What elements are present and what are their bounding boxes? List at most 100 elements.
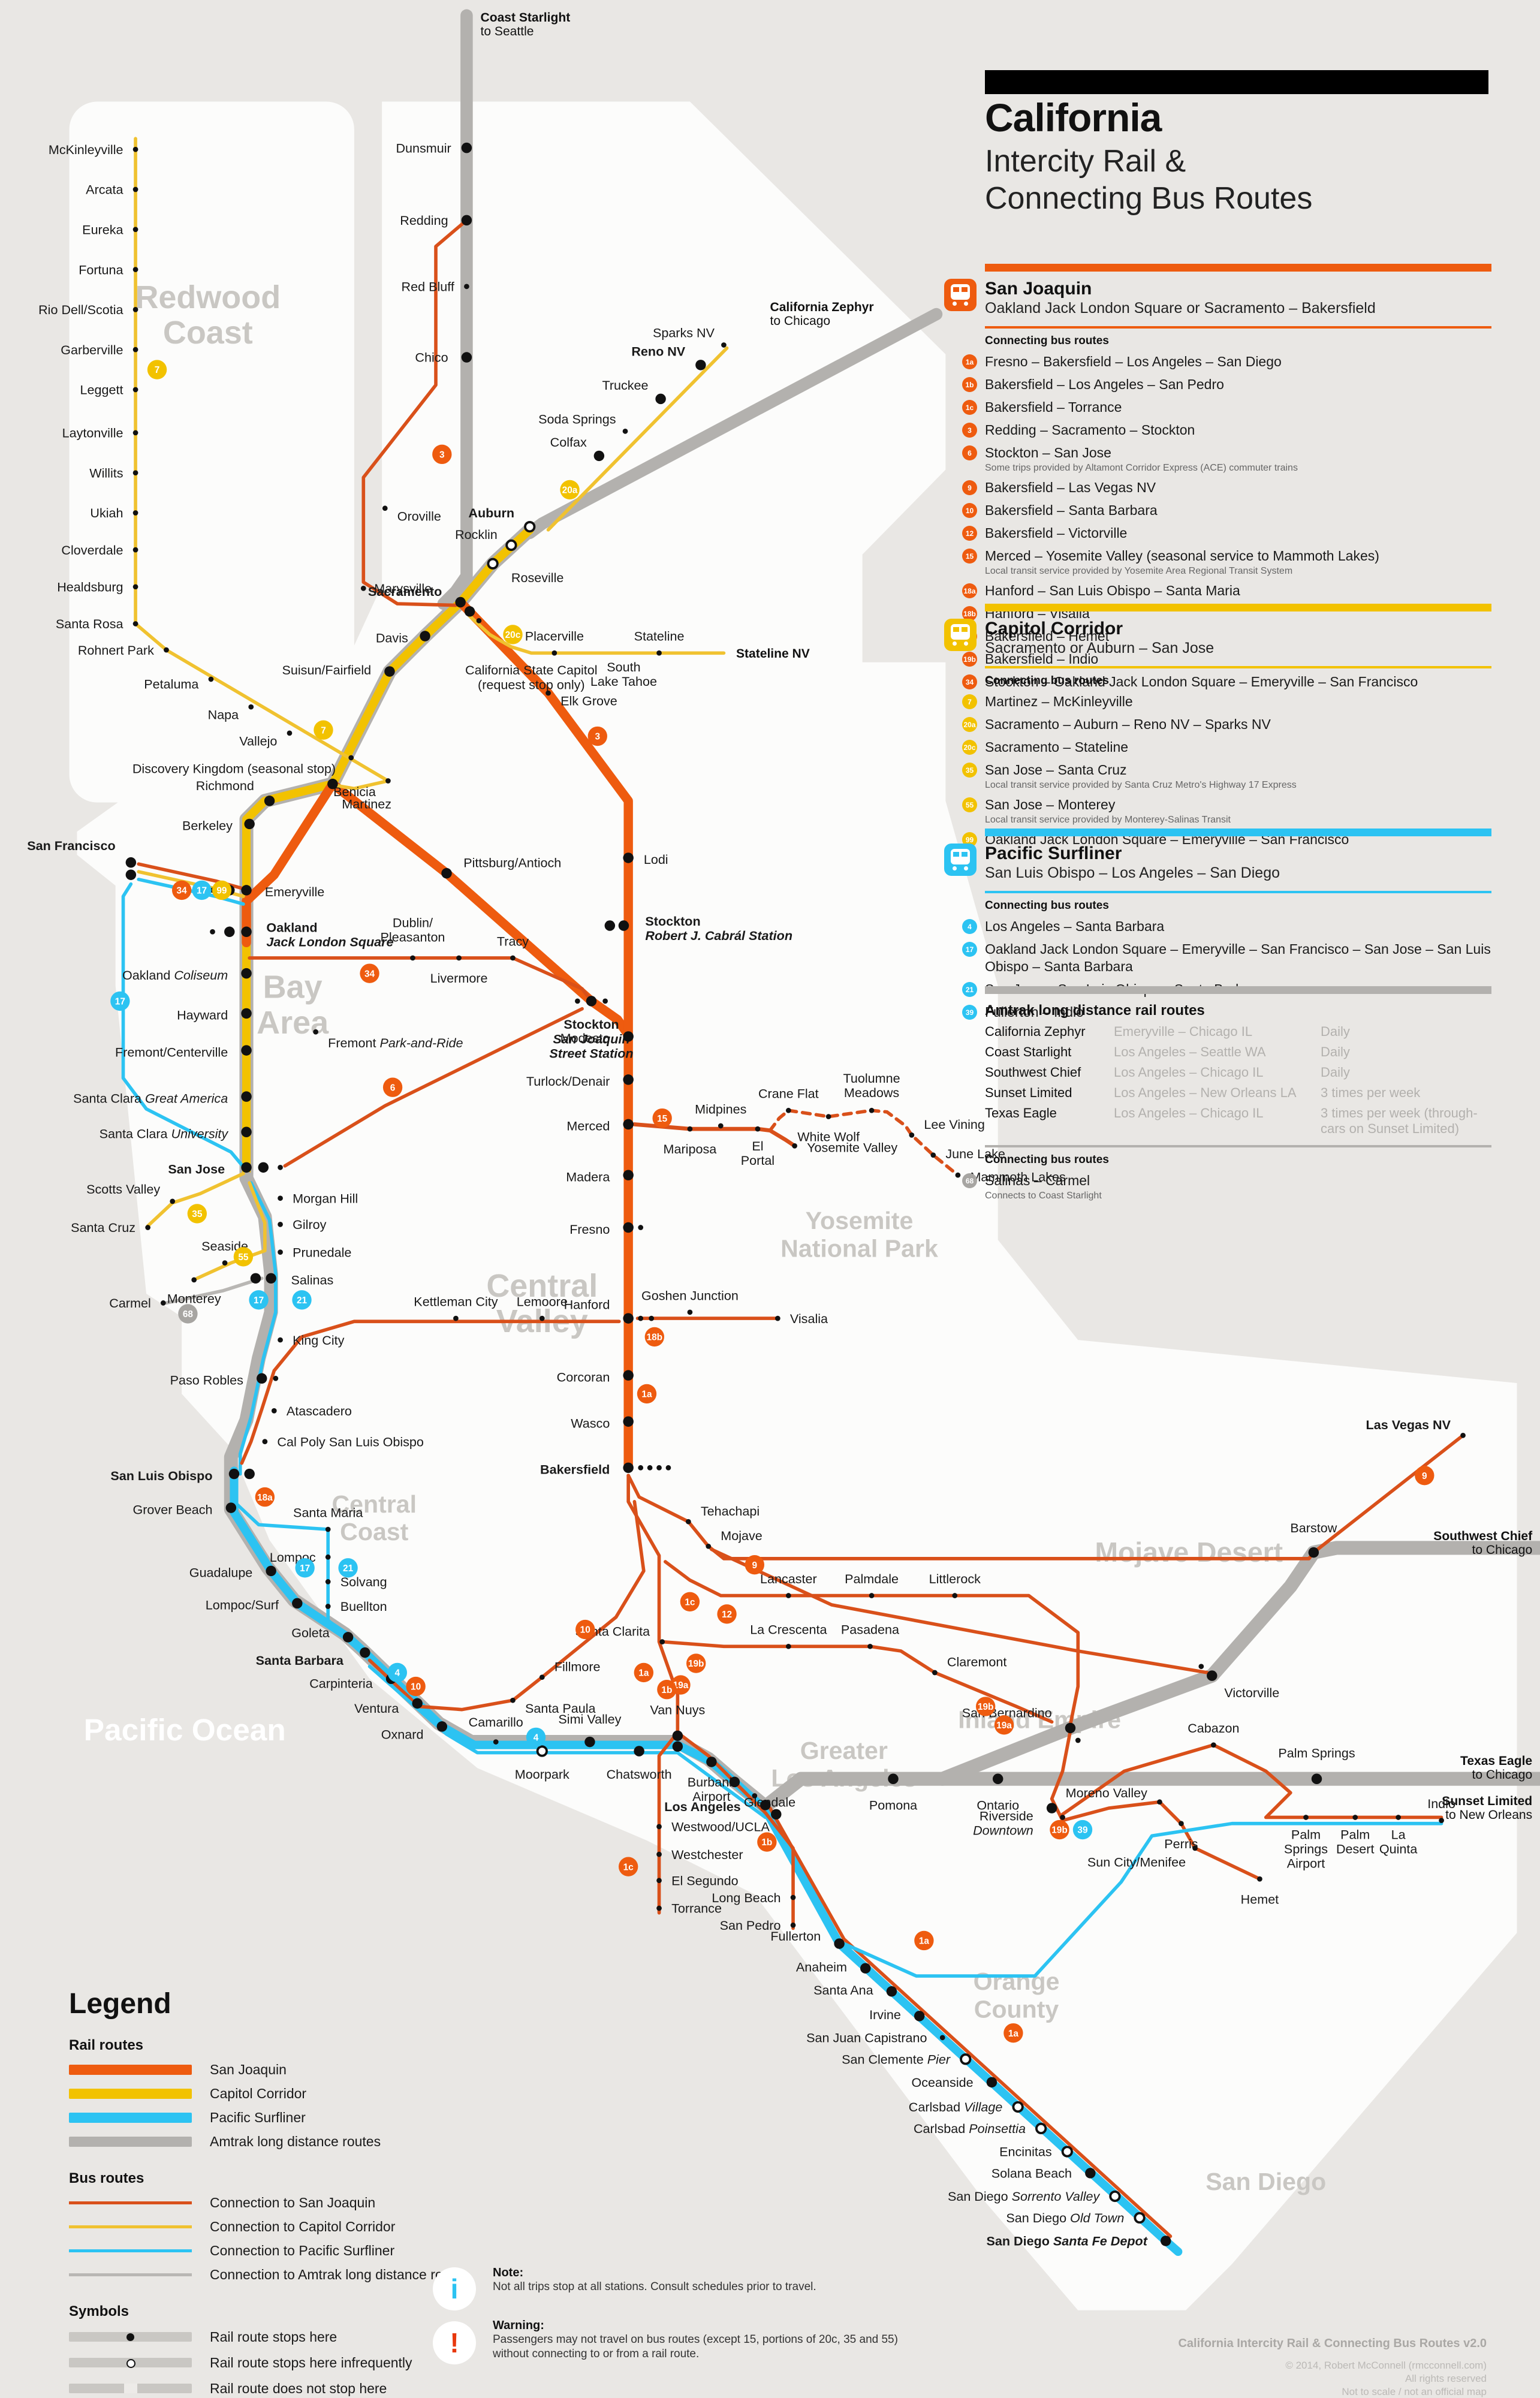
station-dot bbox=[623, 1074, 634, 1085]
route-bus1-bakersfield-la bbox=[626, 1474, 680, 1734]
bus-stop-dot bbox=[262, 1439, 268, 1444]
bus-stop-dot bbox=[939, 2035, 945, 2041]
route-number-badge bbox=[618, 1857, 638, 1876]
station-label: Van Nuys bbox=[650, 1702, 705, 1717]
station-label: Atascadero bbox=[287, 1403, 352, 1418]
bus-stop-dot bbox=[278, 1195, 283, 1201]
station-label: Oakland Coliseum bbox=[122, 968, 228, 983]
bus-stop-dot bbox=[785, 1643, 791, 1649]
station-label: Monterey bbox=[167, 1291, 221, 1306]
station-dot bbox=[264, 796, 275, 806]
station-dot bbox=[1085, 2168, 1096, 2179]
station-label: Hanford bbox=[564, 1297, 610, 1312]
legend-bus-label: Connection to San Joaquin bbox=[210, 2195, 376, 2210]
bus-stop-dot bbox=[1179, 1821, 1184, 1827]
bus-stop-dot bbox=[132, 387, 138, 393]
bus-stop-dot bbox=[638, 1315, 644, 1321]
bus-stop-dot bbox=[687, 1126, 693, 1132]
bus-route-number-badge: 1b bbox=[962, 377, 977, 392]
map-subtitle-line1: Intercity Rail & bbox=[985, 144, 1186, 179]
bus-stop-dot bbox=[313, 1029, 319, 1035]
route-bus-pasadena bbox=[660, 1640, 1054, 1724]
route-san-joaquin-oakland bbox=[242, 779, 633, 1040]
route-coast-starlight-north bbox=[437, 9, 473, 610]
bus-route-text: Fullerton – Indio bbox=[985, 1004, 1084, 1020]
station-label: Pasadena bbox=[841, 1622, 899, 1637]
bus-route-number-badge: 17 bbox=[962, 942, 977, 957]
station-label: Kettleman City bbox=[414, 1294, 498, 1309]
route-bus20c-tahoe bbox=[468, 614, 726, 655]
connecting-bus-routes-heading: Connecting bus routes bbox=[985, 335, 1109, 347]
station-label: Sparks NV bbox=[653, 326, 715, 341]
route-number-badge-label: 99 bbox=[216, 886, 227, 896]
route-number-badge-label: 6 bbox=[390, 1083, 396, 1093]
station-dot bbox=[225, 1502, 237, 1513]
route-number-badge bbox=[644, 1327, 665, 1347]
panel-title: Capitol Corridor bbox=[985, 619, 1123, 638]
station-label: Roseville bbox=[511, 570, 563, 585]
panel-color-bar bbox=[985, 829, 1491, 836]
legend-bus-label: Connection to Amtrak long distance route… bbox=[210, 2267, 469, 2282]
map-title: California bbox=[985, 95, 1162, 140]
route-number-badge-label: 4 bbox=[534, 1733, 539, 1743]
bus-stop-dot bbox=[790, 1894, 796, 1900]
route-number-badge-label: 19b bbox=[978, 1702, 994, 1712]
credit-disclaimer: Not to scale / not an official map bbox=[1342, 2386, 1487, 2397]
bus-route-text: Fresno – Bakersfield – Los Angeles – San… bbox=[985, 354, 1282, 369]
bus-stop-dot bbox=[164, 647, 169, 653]
bus-stop-dot bbox=[1257, 1876, 1262, 1882]
route-number-badge-label: 34 bbox=[364, 969, 375, 979]
station-dot bbox=[360, 1647, 370, 1658]
bus-stop-dot bbox=[656, 650, 662, 656]
station-label: Encinitas bbox=[999, 2144, 1051, 2159]
credit-version: California Intercity Rail & Connecting B… bbox=[1178, 2337, 1487, 2350]
bus-stop-dot bbox=[476, 617, 482, 623]
station-dot bbox=[771, 1809, 782, 1820]
bus-stop-dot bbox=[132, 307, 138, 312]
station-label: Chatsworth bbox=[607, 1767, 672, 1782]
legend-symbol-graphic-stop bbox=[69, 2328, 192, 2346]
bus-stop-dot bbox=[1352, 1815, 1358, 1820]
panel-title: San Joaquin bbox=[985, 279, 1092, 299]
station-label: San Clemente Pier bbox=[842, 2052, 951, 2067]
bus-stop-dot bbox=[132, 470, 138, 476]
bus-route-note: Local transit service provided by Monter… bbox=[985, 815, 1231, 825]
station-dot bbox=[914, 2011, 925, 2022]
station-label: Placerville bbox=[525, 629, 584, 644]
bus-route-text: Bakersfield – Los Angeles – San Pedro bbox=[985, 376, 1224, 392]
station-dot bbox=[384, 666, 395, 677]
bus-stop-dot bbox=[546, 690, 551, 696]
station-dot bbox=[241, 885, 252, 896]
route-bus20a bbox=[546, 346, 729, 532]
amtrak-route-name: California Zephyr bbox=[985, 1024, 1086, 1039]
station-label: San Francisco bbox=[27, 838, 115, 853]
region-label: San Diego bbox=[1206, 2168, 1326, 2195]
station-label: Pittsburg/Antioch bbox=[463, 855, 561, 870]
bus-stop-dot bbox=[453, 1315, 459, 1321]
bus-stop-dot bbox=[464, 284, 469, 290]
bus-route-number-badge: 20a bbox=[962, 717, 977, 732]
warning-icon: ! bbox=[433, 2321, 476, 2364]
route-number-badge bbox=[1003, 2023, 1023, 2043]
panel-divider bbox=[985, 666, 1491, 668]
panel-divider bbox=[985, 326, 1491, 329]
route-number-badge-label: 4 bbox=[395, 1668, 400, 1679]
connecting-bus-routes-heading: Connecting bus routes bbox=[985, 1153, 1109, 1166]
station-label: Claremont bbox=[947, 1655, 1006, 1670]
legend-bus-label: Connection to Pacific Surfliner bbox=[210, 2243, 395, 2258]
bus-stop-dot bbox=[785, 1107, 791, 1113]
station-label: Grover Beach bbox=[132, 1502, 212, 1517]
bus-route-text: Merced – Yosemite Valley (seasonal servi… bbox=[985, 548, 1379, 564]
station-label: Livermore bbox=[430, 971, 488, 986]
station-label: Mojave bbox=[721, 1528, 763, 1543]
note-text: Not all trips stop at all stations. Cons… bbox=[493, 2280, 816, 2293]
